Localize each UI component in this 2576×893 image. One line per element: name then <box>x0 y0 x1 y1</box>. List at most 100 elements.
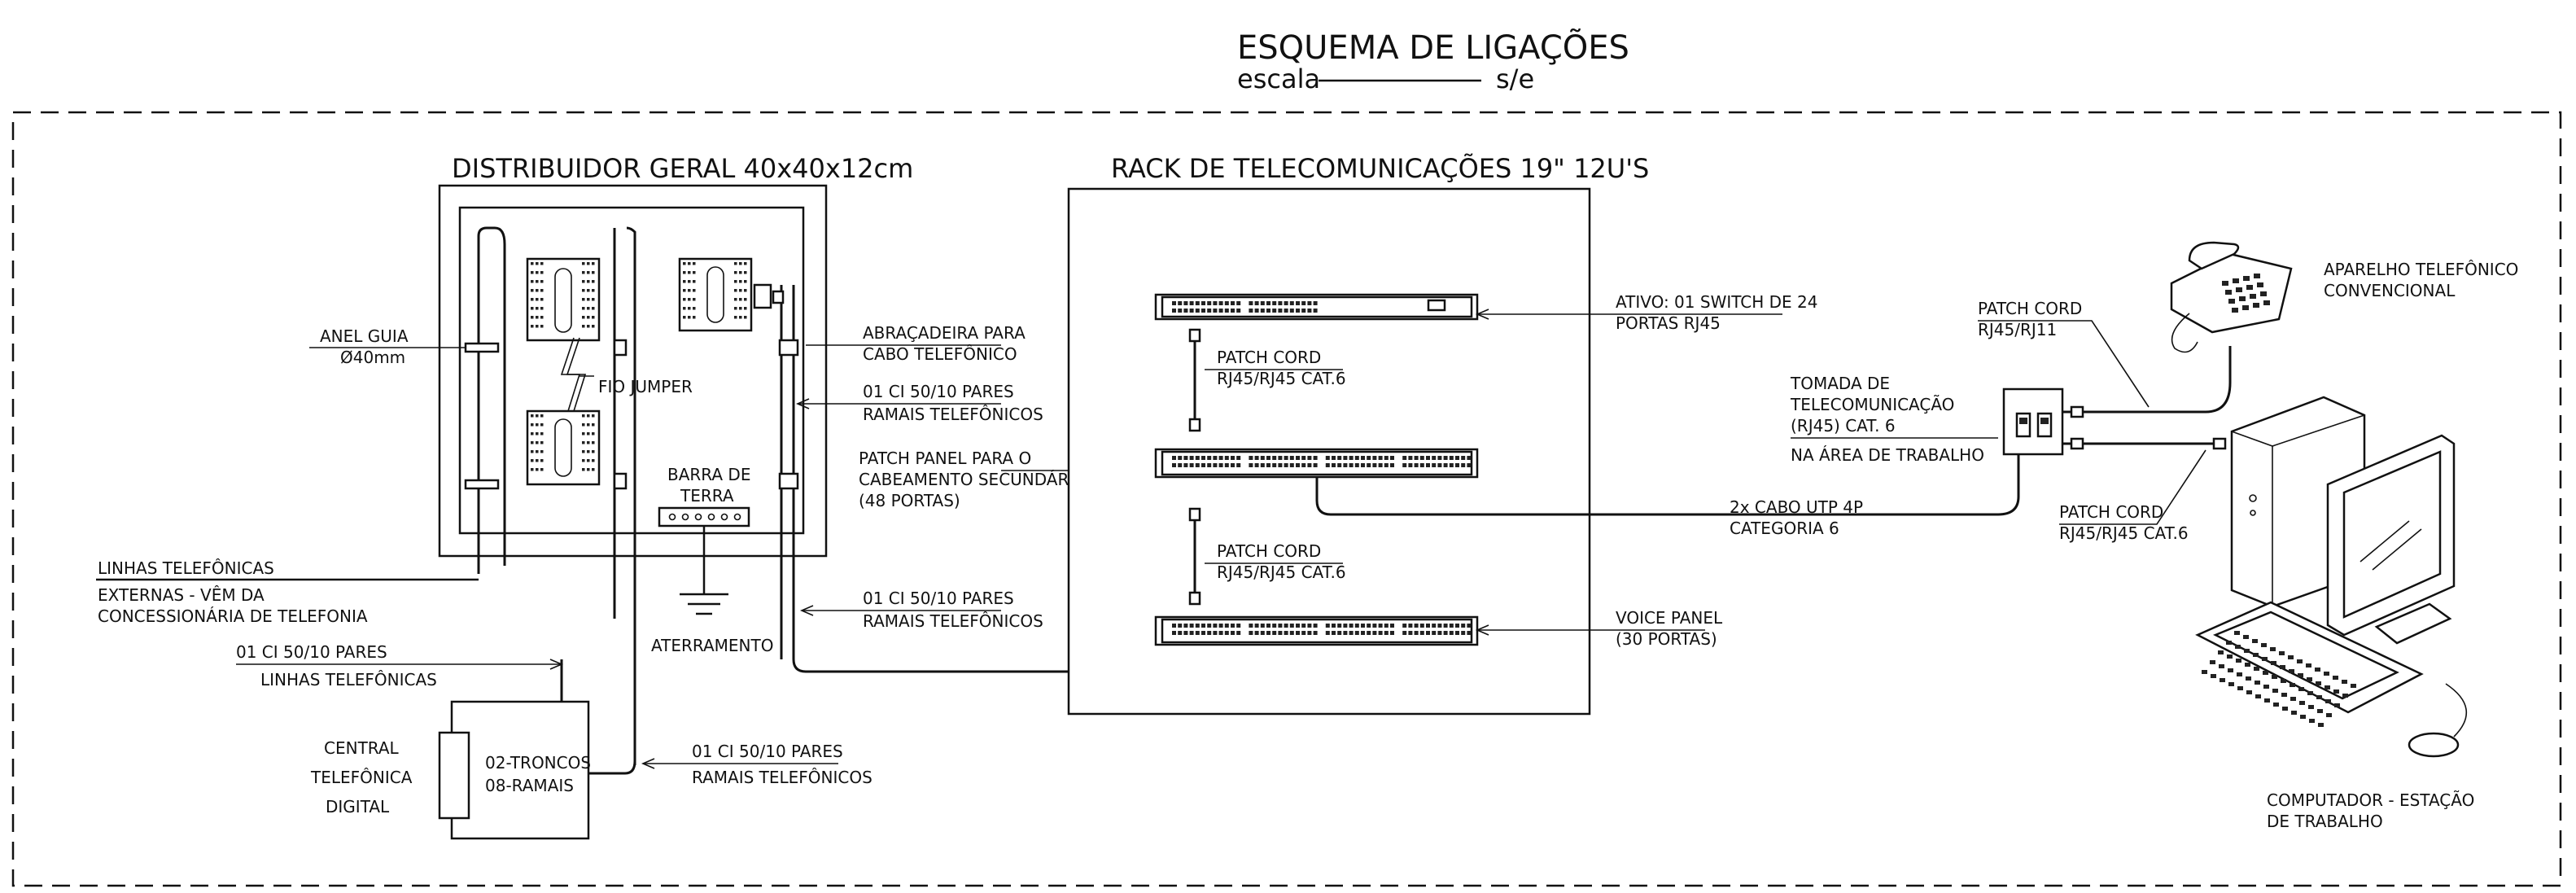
terminal-block-contact <box>693 316 696 319</box>
terminal-block-contact <box>744 289 747 292</box>
terminal-block-contact <box>531 432 534 436</box>
terminal-block-contact <box>734 280 737 283</box>
patch-panel-port <box>1296 463 1300 467</box>
fio-jumper-wire-2 <box>566 337 587 412</box>
keyboard-key <box>2264 698 2270 703</box>
voice-panel-port <box>1372 624 1377 628</box>
tomada-label-2: TELECOMUNICAÇÃO <box>1790 395 1954 414</box>
switch-port <box>1272 309 1277 313</box>
patch-panel-port <box>1218 456 1223 460</box>
ground-bar-screw <box>707 513 715 521</box>
central-troncos: 02-TRONCOS <box>485 753 591 773</box>
cord-pc-plug-b <box>2212 437 2227 450</box>
switch-port <box>1183 301 1188 305</box>
voice-panel-port <box>1224 624 1229 628</box>
terminal-block-contact <box>540 414 544 418</box>
keyboard-key <box>2237 672 2242 676</box>
aparelho-label-2: CONVENCIONAL <box>2324 281 2456 300</box>
patch-panel-port <box>1384 456 1389 460</box>
keyboard-key <box>2202 670 2207 674</box>
terminal-block-contact <box>582 289 585 292</box>
voice-panel-port <box>1189 624 1194 628</box>
keyboard-key <box>2226 641 2232 645</box>
terminal-block-contact <box>739 307 742 310</box>
voice-panel-port <box>1236 624 1241 628</box>
terminal-block-contact <box>531 459 534 462</box>
terminal-block-contact <box>739 262 742 265</box>
keyboard-key <box>2262 657 2268 661</box>
utp-label-2: CATEGORIA 6 <box>1730 519 1839 538</box>
switch-port <box>1224 301 1229 305</box>
keyboard-key <box>2211 674 2216 678</box>
patch-panel-port <box>1437 463 1442 467</box>
switch-port <box>1260 301 1265 305</box>
voice-panel-port <box>1467 631 1472 635</box>
switch-port <box>1289 301 1294 305</box>
terminal-block-contact <box>536 432 539 436</box>
voice-panel-port <box>1307 624 1312 628</box>
patch-panel-port <box>1372 463 1377 467</box>
terminal-block-contact <box>540 468 544 471</box>
terminal-block-contact <box>683 262 686 265</box>
terminal-block-contact <box>540 316 544 319</box>
patch-panel-port <box>1426 463 1430 467</box>
patch-panel-port <box>1307 456 1312 460</box>
patch-panel-port <box>1201 456 1205 460</box>
patch-panel-label-1: PATCH PANEL PARA O <box>859 449 1031 468</box>
patch-panel-port <box>1378 456 1383 460</box>
patch-panel-port <box>1367 463 1371 467</box>
patch-panel-port <box>1414 456 1419 460</box>
terminal-block-contact <box>592 280 595 283</box>
phone-key <box>2233 278 2239 283</box>
voice-panel-port <box>1249 631 1253 635</box>
patch-panel-48-ports <box>1154 448 1479 479</box>
terminal-block-dots <box>531 262 747 471</box>
patch-panel-port <box>1390 456 1394 460</box>
voice-panel-port <box>1361 631 1365 635</box>
patch-panel-port <box>1349 456 1354 460</box>
patch-panel-port <box>1426 456 1430 460</box>
anel-guia-label-2: Ø40mm <box>340 348 405 367</box>
terminal-block-contact <box>582 262 585 265</box>
voice-panel-port <box>1455 624 1459 628</box>
voice-panel-port <box>1301 631 1306 635</box>
keyboard-key <box>2281 693 2287 697</box>
voice-panel-port <box>1178 631 1183 635</box>
terminal-block-contact <box>582 307 585 310</box>
ground-bar-screw <box>720 513 728 521</box>
switch-port <box>1254 301 1259 305</box>
patch-panel-port <box>1443 463 1448 467</box>
switch-port <box>1178 309 1183 313</box>
terminal-block-contact <box>540 423 544 427</box>
keyboard-key <box>2263 671 2268 675</box>
cable-run-left <box>477 226 506 574</box>
voice-panel-port <box>1367 624 1371 628</box>
tomada-label-4: NA ÁREA DE TRABALHO <box>1791 445 1984 465</box>
terminal-block-contact <box>582 450 585 453</box>
voice-panel-port <box>1172 631 1176 635</box>
keyboard-key <box>2306 663 2311 668</box>
terminal-block-contact <box>744 262 747 265</box>
patch-panel-port <box>1278 463 1283 467</box>
voice-panel-port <box>1455 631 1459 635</box>
anel-guia-ring-4 <box>613 472 628 490</box>
patch-panel-port <box>1449 463 1454 467</box>
barra-terra-screws <box>668 513 741 521</box>
computer-icon <box>2195 396 2467 758</box>
patch-panel-port <box>1325 456 1330 460</box>
keyboard-key <box>2316 681 2321 685</box>
patch-panel-port <box>1213 456 1218 460</box>
terminal-block-contact <box>688 316 691 319</box>
outer-border <box>11 111 2562 887</box>
voice-panel-port <box>1231 624 1235 628</box>
keyboard-key <box>2228 682 2234 686</box>
patch-panel-port <box>1231 456 1235 460</box>
telephone-icon <box>2170 241 2293 353</box>
keyboard-key <box>2253 653 2259 657</box>
terminal-block-contact <box>582 280 585 283</box>
utp-cable <box>1315 452 2020 516</box>
terminal-block-contact <box>587 432 590 436</box>
voice-panel-port <box>1354 624 1359 628</box>
patch-panel-port <box>1272 456 1277 460</box>
